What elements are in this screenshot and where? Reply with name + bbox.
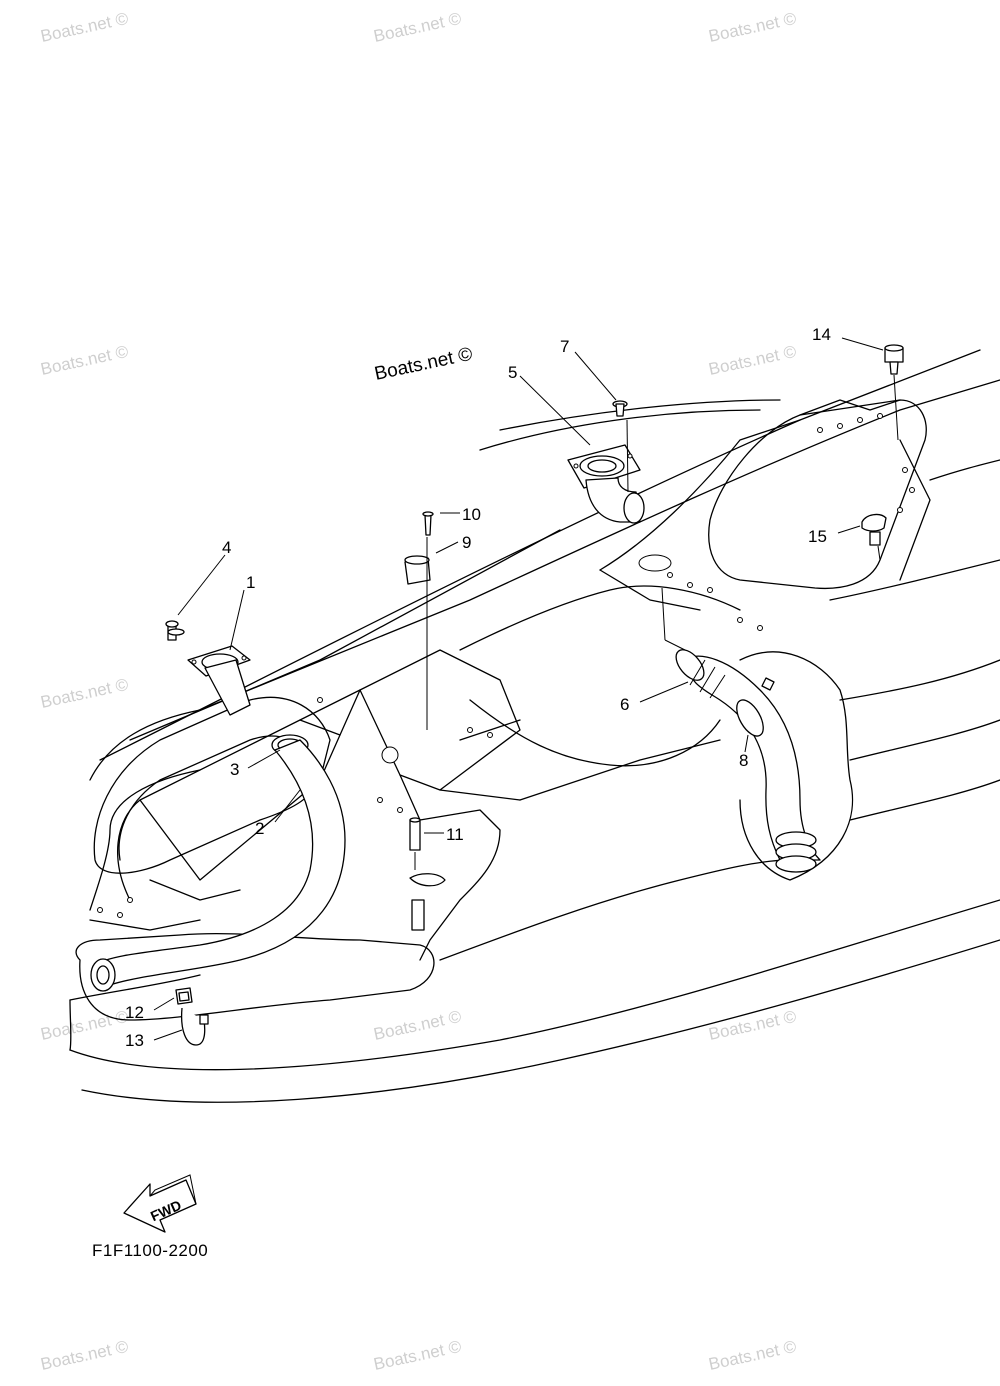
callout-label: 1	[246, 573, 255, 592]
watermark: Boats.net ©	[707, 1337, 799, 1374]
watermark-main: Boats.net ©	[373, 344, 475, 385]
callout-label: 13	[125, 1031, 144, 1050]
watermark: Boats.net ©	[39, 675, 131, 712]
part-screw-rear	[612, 400, 628, 417]
watermark: Boats.net ©	[372, 1007, 464, 1044]
leader-lines	[153, 337, 899, 1041]
part-vent-elbow-rear	[567, 444, 645, 524]
part-vent-hose-front	[90, 739, 346, 992]
watermark: Boats.net ©	[372, 9, 464, 46]
callout-label: 2	[255, 819, 264, 838]
watermark: Boats.net ©	[372, 1337, 464, 1374]
callout-label: 9	[462, 533, 471, 552]
parts-layer	[90, 344, 904, 1046]
part-pin	[422, 511, 434, 536]
callout-label: 3	[230, 760, 239, 779]
watermark: Boats.net ©	[39, 1337, 131, 1374]
callout-label: 14	[812, 325, 831, 344]
part-vent-flange-front	[187, 645, 251, 716]
part-hose-clamp-rear	[736, 677, 775, 737]
rivet-holes	[97, 413, 915, 918]
callout-label: 11	[446, 825, 464, 844]
part-clip	[409, 817, 446, 931]
callout-label: 7	[560, 337, 569, 356]
callout-label: 10	[462, 505, 481, 524]
callout-label: 8	[739, 751, 748, 770]
part-drain-tube	[180, 1007, 209, 1046]
watermark: Boats.net ©	[39, 342, 131, 379]
part-cap	[175, 987, 193, 1005]
forward-arrow-icon: FWD	[123, 1174, 197, 1233]
hull-drawing	[69, 349, 1000, 1103]
watermark: Boats.net ©	[39, 9, 131, 46]
part-breather-cap	[884, 344, 904, 375]
callout-label: 6	[620, 695, 629, 714]
watermark: Boats.net ©	[707, 9, 799, 46]
callout-labels: 1 2 3 4 5 6 7 8 9 10 11 12 13 14 15	[125, 325, 831, 1050]
callout-label: 5	[508, 363, 517, 382]
watermark: Boats.net ©	[39, 1007, 131, 1044]
part-screw-front	[165, 620, 185, 641]
callout-label: 4	[222, 538, 231, 557]
part-clamp-rear	[861, 513, 887, 546]
part-grommet	[404, 555, 431, 585]
callout-label: 12	[125, 1003, 144, 1022]
figure-code: F1F1100-2200	[92, 1241, 208, 1260]
callout-label: 15	[808, 527, 827, 546]
part-vent-hose-rear	[675, 649, 821, 873]
watermark: Boats.net ©	[707, 342, 799, 379]
watermark-layer: Boats.net © Boats.net © Boats.net © Boat…	[39, 9, 799, 1374]
